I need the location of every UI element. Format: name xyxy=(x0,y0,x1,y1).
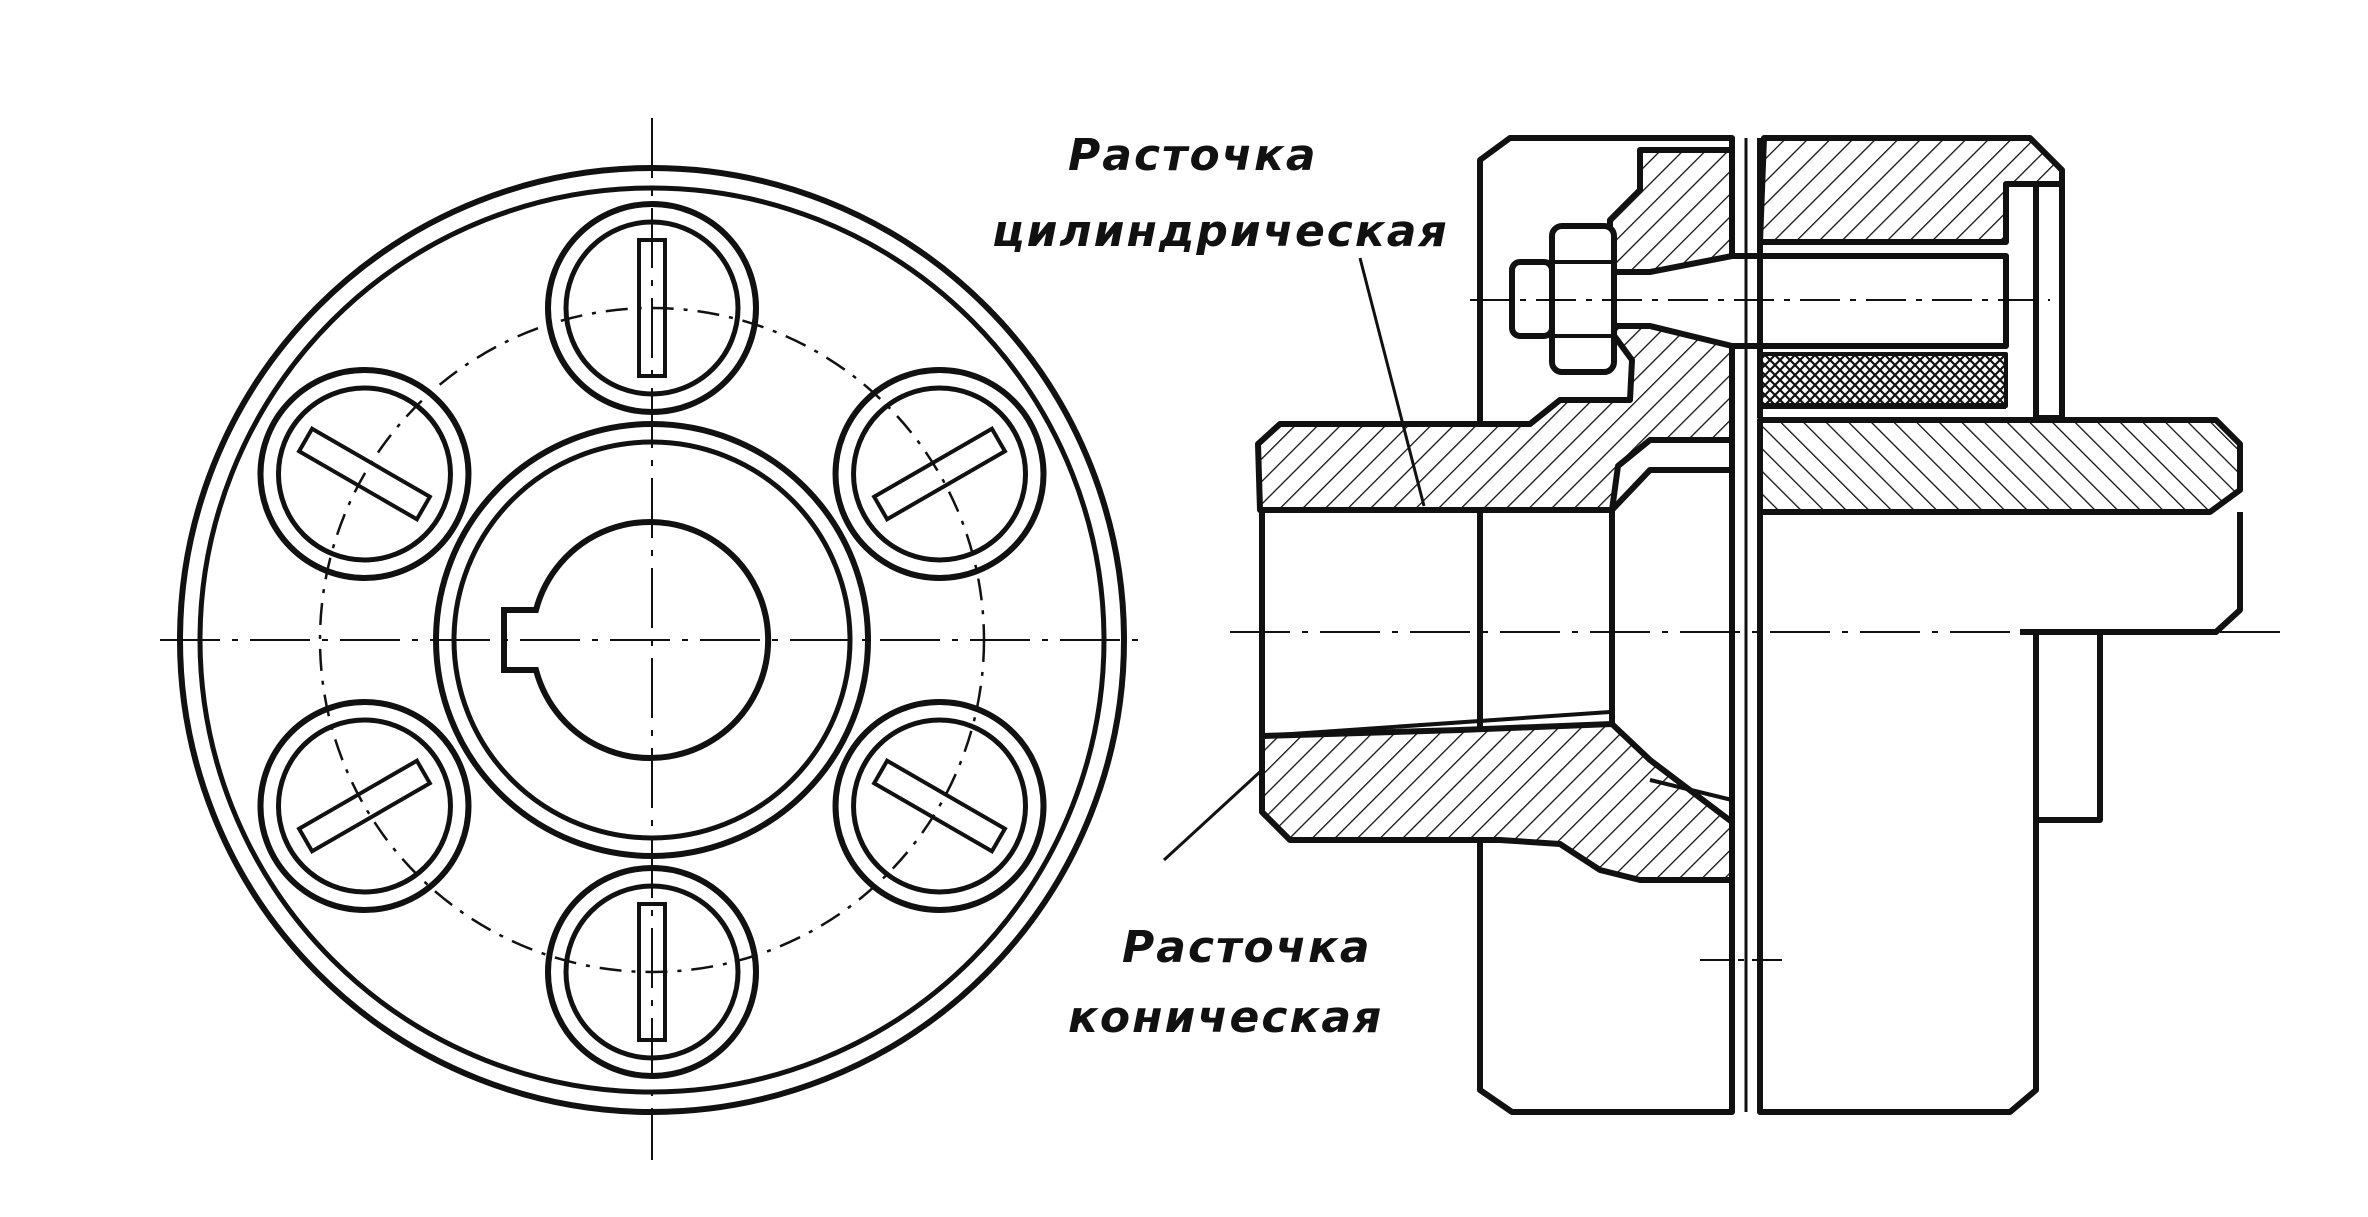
right-hub-upper-section xyxy=(1757,417,2243,515)
pin-inner-circle xyxy=(851,385,1029,563)
label-conical-bore-line1: Расточка xyxy=(1122,922,1372,973)
pin-slot xyxy=(296,426,433,522)
pin-slot xyxy=(871,426,1008,522)
pin-outer-circle xyxy=(832,367,1047,581)
pin-inner-circle xyxy=(851,717,1029,895)
front-view xyxy=(160,118,1150,1160)
label-cylindrical-bore-line2: цилиндрическая xyxy=(992,206,1449,257)
left-hub-lower-section xyxy=(1259,721,1735,883)
label-cylindrical-bore-line1: Расточка xyxy=(1068,130,1318,181)
leader-cylindrical-bore xyxy=(1358,257,1426,507)
pin xyxy=(257,367,472,581)
right-flange-upper-section xyxy=(1757,135,2065,245)
pin-outer-circle xyxy=(545,201,759,415)
pin-outer-circle xyxy=(545,865,759,1079)
pin-outer-circle xyxy=(832,699,1047,913)
pin-group xyxy=(257,201,1047,1079)
pin xyxy=(832,699,1047,913)
conical-bore-taper xyxy=(1261,710,1733,802)
pin-slot xyxy=(637,902,667,1042)
pin-slot xyxy=(637,238,667,378)
nut xyxy=(1509,223,1617,375)
label-conical-bore-line2: коническая xyxy=(1068,992,1383,1043)
rubber-bushing-bottom xyxy=(1758,352,2008,408)
pin-slot xyxy=(871,758,1008,854)
pin xyxy=(545,201,759,415)
pin xyxy=(832,367,1047,581)
right-hub-lower xyxy=(1757,512,2243,1115)
pin-slot xyxy=(296,758,433,854)
pin-inner-circle xyxy=(275,717,453,895)
section-view xyxy=(1230,135,2280,1115)
pin-inner-circle xyxy=(275,385,453,563)
pin xyxy=(545,865,759,1079)
callouts xyxy=(1162,257,1426,862)
pin-outer-circle xyxy=(257,367,472,581)
pin xyxy=(257,699,472,913)
bore-with-keyway xyxy=(501,519,772,761)
pin-inner-circle xyxy=(563,883,741,1061)
left-flange-outline xyxy=(1477,135,1735,1115)
left-hub-bore xyxy=(1259,467,1732,736)
pin-inner-circle xyxy=(563,219,741,397)
leader-conical-bore xyxy=(1162,768,1264,862)
pin-outer-circle xyxy=(257,699,472,913)
